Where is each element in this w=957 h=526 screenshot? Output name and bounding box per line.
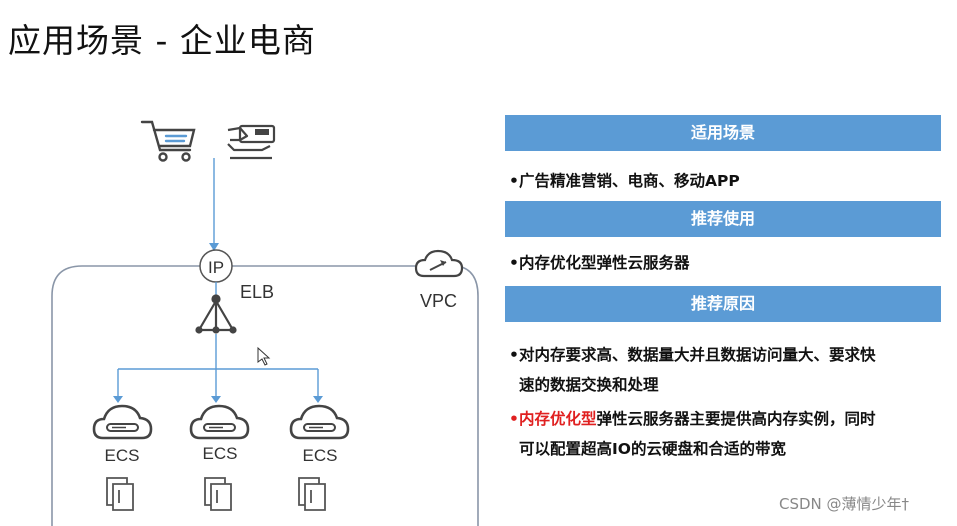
elb-icon (195, 294, 237, 334)
ip-icon: IP (199, 249, 233, 283)
section-header-recommended-reasons: 推荐原因 (505, 286, 941, 322)
section-header-recommended-use: 推荐使用 (505, 201, 941, 237)
disk-icon (204, 477, 232, 511)
list-item-text: 对内存要求高、数据量大并且数据访问量大、要求快 (519, 346, 876, 364)
ecs-label: ECS (105, 446, 140, 465)
ecs-icon (189, 404, 250, 440)
list-item-text: 弹性云服务器主要提供高内存实例，同时 (596, 410, 876, 428)
ecs-label: ECS (303, 446, 338, 465)
bullet-icon: • (509, 410, 519, 428)
ecs-icon (92, 404, 153, 440)
list-item: •内存优化型弹性云服务器主要提供高内存实例，同时 (509, 405, 949, 434)
list-item-text: 内存优化型弹性云服务器 (519, 254, 690, 272)
list-item: •内存优化型弹性云服务器 (509, 249, 949, 278)
bullet-icon: • (509, 254, 519, 272)
ecs-label: ECS (203, 444, 238, 463)
architecture-diagram: IP VPC ELB (51, 120, 479, 526)
ecs-icon (289, 404, 350, 440)
watermark: CSDN @薄情少年† (779, 495, 910, 513)
distribution-arrows (117, 334, 319, 397)
highlight-text: 内存优化型 (519, 410, 597, 428)
vpc-label: VPC (420, 291, 457, 311)
card-payment-icon (227, 124, 276, 160)
elb-label: ELB (240, 282, 274, 302)
list-item-continuation: 可以配置超高IO的云硬盘和合适的带宽 (519, 440, 786, 458)
cursor-icon (257, 346, 271, 366)
list-item-continuation: 速的数据交换和处理 (519, 376, 659, 394)
bullet-icon: • (509, 172, 519, 190)
section-header-applicable-scenarios: 适用场景 (505, 115, 941, 151)
disk-icon (298, 477, 326, 511)
disk-icon (106, 477, 134, 511)
vpc-cloud-icon (414, 249, 464, 278)
list-item: •广告精准营销、电商、移动APP (509, 167, 949, 196)
list-item-text: 广告精准营销、电商、移动APP (519, 172, 740, 190)
bullet-icon: • (509, 346, 519, 364)
page-title: 应用场景 - 企业电商 (8, 21, 316, 60)
shopping-cart-icon (140, 120, 196, 162)
list-item: •对内存要求高、数据量大并且数据访问量大、要求快 (509, 341, 949, 370)
ip-label: IP (208, 258, 224, 277)
